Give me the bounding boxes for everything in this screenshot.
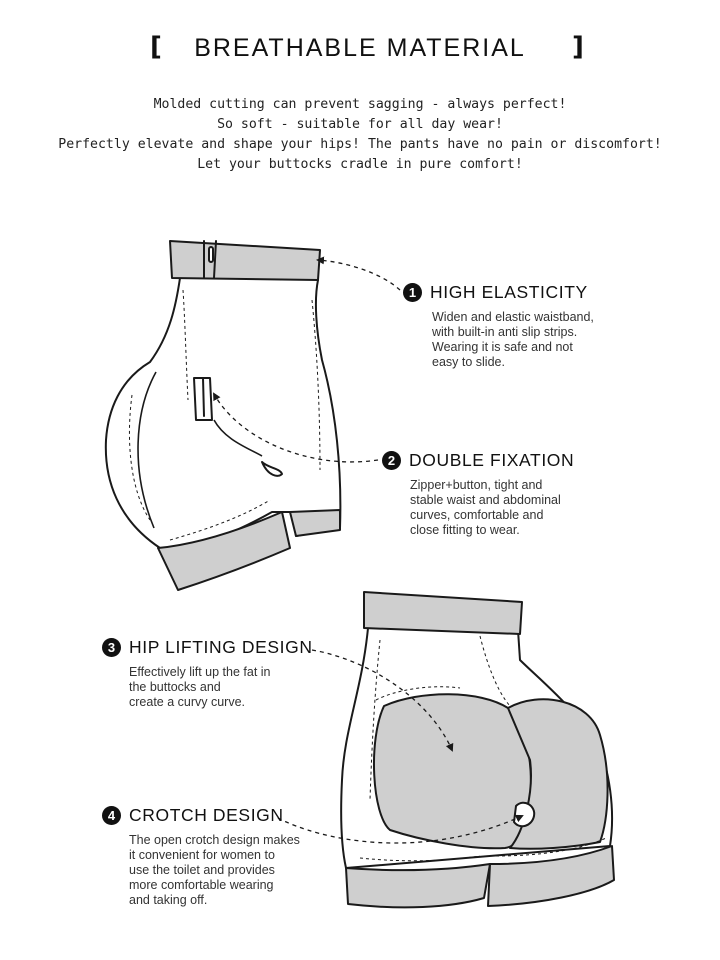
feature-description-line: stable waist and abdominal: [410, 493, 561, 507]
feature-description-line: create a curvy curve.: [129, 695, 246, 709]
feature-description: Widen and elastic waistband, with built-…: [432, 310, 594, 370]
side-view-stitching: [128, 289, 321, 541]
feature-description-line: close fitting to wear.: [410, 523, 520, 537]
feature-description-line: The open crotch design makes: [129, 833, 300, 847]
feature-crotch-design: 4 CROTCH DESIGN The open crotch design m…: [102, 803, 300, 908]
feature-description-line: easy to slide.: [432, 355, 505, 369]
feature-number-badge: 2: [382, 450, 401, 470]
back-view-waistband: [363, 591, 523, 635]
intro-line: Let your buttocks cradle in pure comfort…: [197, 157, 523, 172]
feature-title: DOUBLE FIXATION: [409, 449, 575, 470]
side-view-leg-band-back: [157, 511, 291, 591]
intro-line: Molded cutting can prevent sagging - alw…: [153, 97, 567, 112]
zipper-pull: [208, 246, 214, 263]
zipper-strip: [203, 240, 217, 279]
feature-number-badge: 1: [403, 282, 422, 302]
feature-description-line: more comfortable wearing: [129, 878, 274, 892]
back-view-hip-lift-panel: [372, 693, 532, 850]
back-view-leg-band-right: [487, 845, 615, 907]
feature-description: The open crotch design makes it convenie…: [129, 833, 300, 908]
feature-description-line: Zipper+button, tight and: [410, 478, 543, 492]
feature-description-line: Effectively lift up the fat in: [129, 665, 271, 679]
feature-description-line: it convenient for women to: [129, 848, 275, 862]
feature-high-elasticity: 1 HIGH ELASTICITY Widen and elastic wais…: [403, 280, 594, 370]
feature-description: Effectively lift up the fat in the butto…: [129, 665, 313, 710]
side-view-crotch-detail: [261, 461, 283, 477]
callout-arrows: [213, 256, 524, 844]
title-text: BREATHABLE MATERIAL: [194, 34, 526, 62]
feature-title: HIGH ELASTICITY: [430, 281, 588, 302]
feature-number-badge: 3: [102, 637, 121, 657]
page-title: [ BREATHABLE MATERIAL ]: [0, 32, 720, 68]
feature-title: CROTCH DESIGN: [129, 804, 284, 825]
back-view-leg-band-left: [345, 863, 491, 909]
callout-arrow-2: [213, 392, 379, 463]
side-view-leg-band-front: [289, 509, 341, 537]
intro-text: Molded cutting can prevent sagging - alw…: [0, 95, 720, 175]
side-view-waistband: [169, 240, 321, 281]
side-view-garment: [104, 240, 342, 591]
feature-description-line: curves, comfortable and: [410, 508, 544, 522]
feature-description-line: Widen and elastic waistband,: [432, 310, 594, 324]
title-bracket-left: [: [150, 32, 162, 62]
feature-description-line: the buttocks and: [129, 680, 221, 694]
callout-arrow-4: [277, 814, 524, 844]
feature-number-badge: 4: [102, 805, 121, 825]
feature-hip-lifting-design: 3 HIP LIFTING DESIGN Effectively lift up…: [102, 635, 313, 710]
side-view-panel-lines: [137, 371, 263, 529]
back-view-garment: [340, 591, 615, 909]
feature-description-line: and taking off.: [129, 893, 208, 907]
feature-description-line: with built-in anti slip strips.: [432, 325, 578, 339]
callout-arrow-1: [316, 256, 401, 291]
feature-description: Zipper+button, tight and stable waist an…: [410, 478, 574, 538]
feature-description-line: Wearing it is safe and not: [432, 340, 573, 354]
title-bracket-right: ]: [572, 32, 584, 62]
intro-line: So soft - suitable for all day wear!: [217, 117, 503, 132]
callout-arrow-3: [311, 649, 454, 752]
crotch-opening: [513, 801, 536, 828]
feature-description-line: use the toilet and provides: [129, 863, 275, 877]
feature-title: HIP LIFTING DESIGN: [129, 636, 313, 657]
feature-double-fixation: 2 DOUBLE FIXATION Zipper+button, tight a…: [382, 448, 574, 538]
intro-line: Perfectly elevate and shape your hips! T…: [58, 137, 662, 152]
back-view-stitching: [359, 635, 607, 862]
